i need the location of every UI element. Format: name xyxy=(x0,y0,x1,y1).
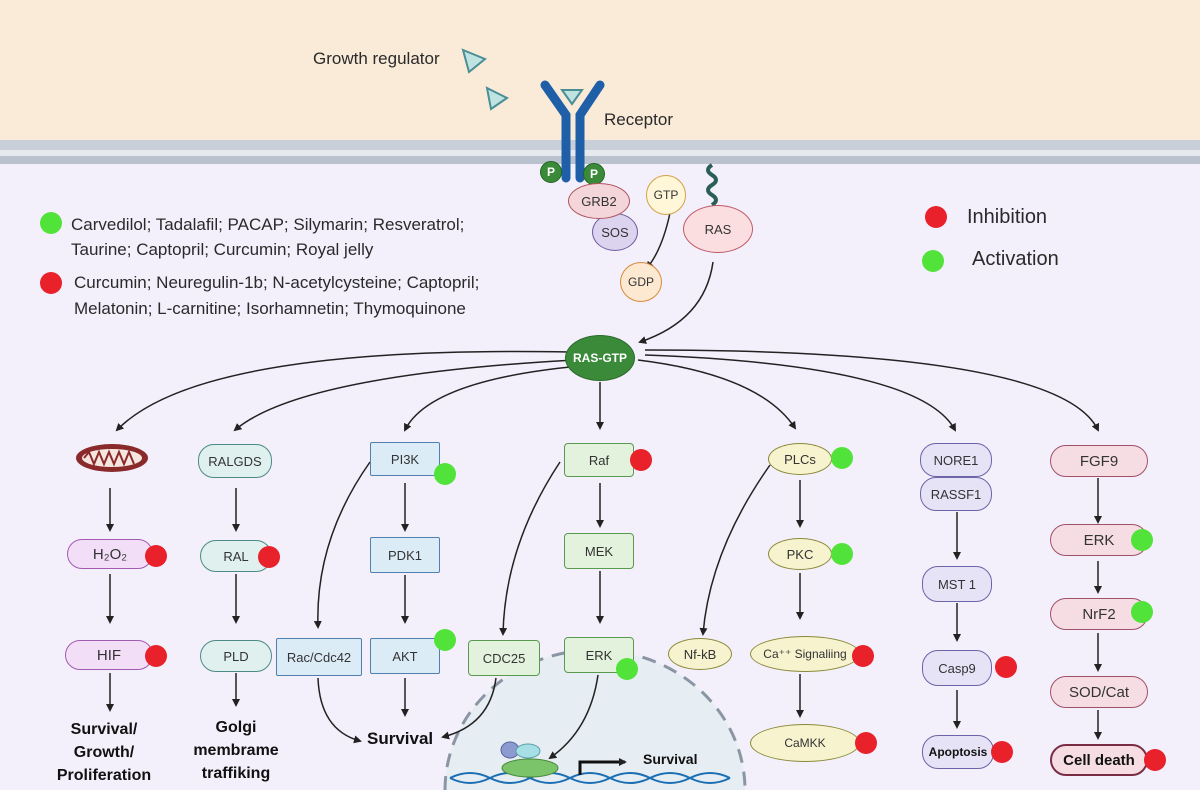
pkc-node: PKC xyxy=(768,538,832,570)
pkc-activation-dot xyxy=(831,543,853,565)
ral-inhibition-dot xyxy=(258,546,280,568)
mek-node: MEK xyxy=(564,533,634,569)
gdp-node: GDP xyxy=(620,262,662,302)
survival-growth-proliferation-label: Survival/Growth/Proliferation xyxy=(56,721,152,784)
inhibitors-list: Curcumin; Neuregulin-1b; N-acetylcystein… xyxy=(74,273,480,318)
legend-inhibition-label: Inhibition xyxy=(967,206,1048,228)
ca-signaling-inhibition-dot xyxy=(852,645,874,667)
mst1-node: MST 1 xyxy=(922,566,992,602)
mitochondrion-icon xyxy=(76,444,148,472)
ligand-bound-icon xyxy=(560,89,584,106)
sod-cat-node: SOD/Cat xyxy=(1050,676,1148,708)
ras-gtp-node: RAS-GTP xyxy=(565,335,635,381)
receptor-icon xyxy=(540,80,605,183)
activators-list: Carvedilol; Tadalafil; PACAP; Silymarin;… xyxy=(71,215,465,259)
camkk-inhibition-dot xyxy=(855,732,877,754)
hif-node: HIF xyxy=(65,640,153,670)
pdk1-node: PDK1 xyxy=(370,537,440,573)
nfkb-node: Nf-kB xyxy=(668,638,732,670)
ras-node: RAS xyxy=(683,205,753,253)
survival-label-pi3k: Survival xyxy=(367,729,434,748)
hif-inhibition-dot xyxy=(145,645,167,667)
nrf2-activation-dot xyxy=(1131,601,1153,623)
phosphate-right: P xyxy=(583,163,605,185)
ligand-icon-1 xyxy=(461,48,487,74)
raf-node: Raf xyxy=(564,443,634,477)
pi3k-activation-dot xyxy=(434,463,456,485)
phosphate-left: P xyxy=(540,161,562,183)
akt-activation-dot xyxy=(434,629,456,651)
cell-death-node: Cell death xyxy=(1050,744,1148,776)
legend-inhibition-dot xyxy=(925,206,947,228)
cell-death-inhibition-dot xyxy=(1144,749,1166,771)
receptor-label: Receptor xyxy=(604,110,673,129)
nore1-node: NORE1 xyxy=(920,443,992,477)
ca-signaling-node: Ca⁺⁺ Signaliing xyxy=(750,636,860,672)
h2o2-inhibition-dot xyxy=(145,545,167,567)
erk-activation-dot xyxy=(616,658,638,680)
rac-cdc42-node: Rac/Cdc42 xyxy=(276,638,362,676)
transcription-arrow xyxy=(578,758,627,775)
casp9-inhibition-dot xyxy=(995,656,1017,678)
growth-regulator-label: Growth regulator xyxy=(313,49,440,68)
pld-node: PLD xyxy=(200,640,272,672)
plcs-activation-dot xyxy=(831,447,853,469)
gtp-node: GTP xyxy=(646,175,686,215)
dna-icon xyxy=(449,772,731,784)
apoptosis-inhibition-dot xyxy=(991,741,1013,763)
legend-activation-label: Activation xyxy=(972,248,1059,270)
ras-anchor-icon xyxy=(706,163,718,207)
transcription-complex-icon xyxy=(500,741,559,778)
ligand-icon-2 xyxy=(485,86,509,111)
raf-inhibition-dot xyxy=(630,449,652,471)
rassf1-node: RASSF1 xyxy=(920,477,992,511)
plcs-node: PLCs xyxy=(768,443,832,475)
legend-activation-dot xyxy=(922,250,944,272)
erk-fgf9-activation-dot xyxy=(1131,529,1153,551)
cdc25-node: CDC25 xyxy=(468,640,540,676)
membrane-inner xyxy=(0,156,1200,164)
camkk-node: CaMKK xyxy=(750,724,860,762)
ralgds-node: RALGDS xyxy=(198,444,272,478)
pi3k-node: PI3K xyxy=(370,442,440,476)
activator-marker xyxy=(40,212,62,234)
extracellular-space xyxy=(0,0,1200,145)
fgf9-node: FGF9 xyxy=(1050,445,1148,477)
casp9-node: Casp9 xyxy=(922,650,992,686)
survival-label-nucleus: Survival xyxy=(643,751,698,767)
grb2-node: GRB2 xyxy=(568,183,630,219)
inhibitor-marker xyxy=(40,272,62,294)
apoptosis-node: Apoptosis xyxy=(922,735,994,769)
akt-node: AKT xyxy=(370,638,440,674)
h2o2-node: H₂O₂ xyxy=(67,539,153,569)
membrane-outer xyxy=(0,140,1200,150)
membrane-middle xyxy=(0,150,1200,156)
